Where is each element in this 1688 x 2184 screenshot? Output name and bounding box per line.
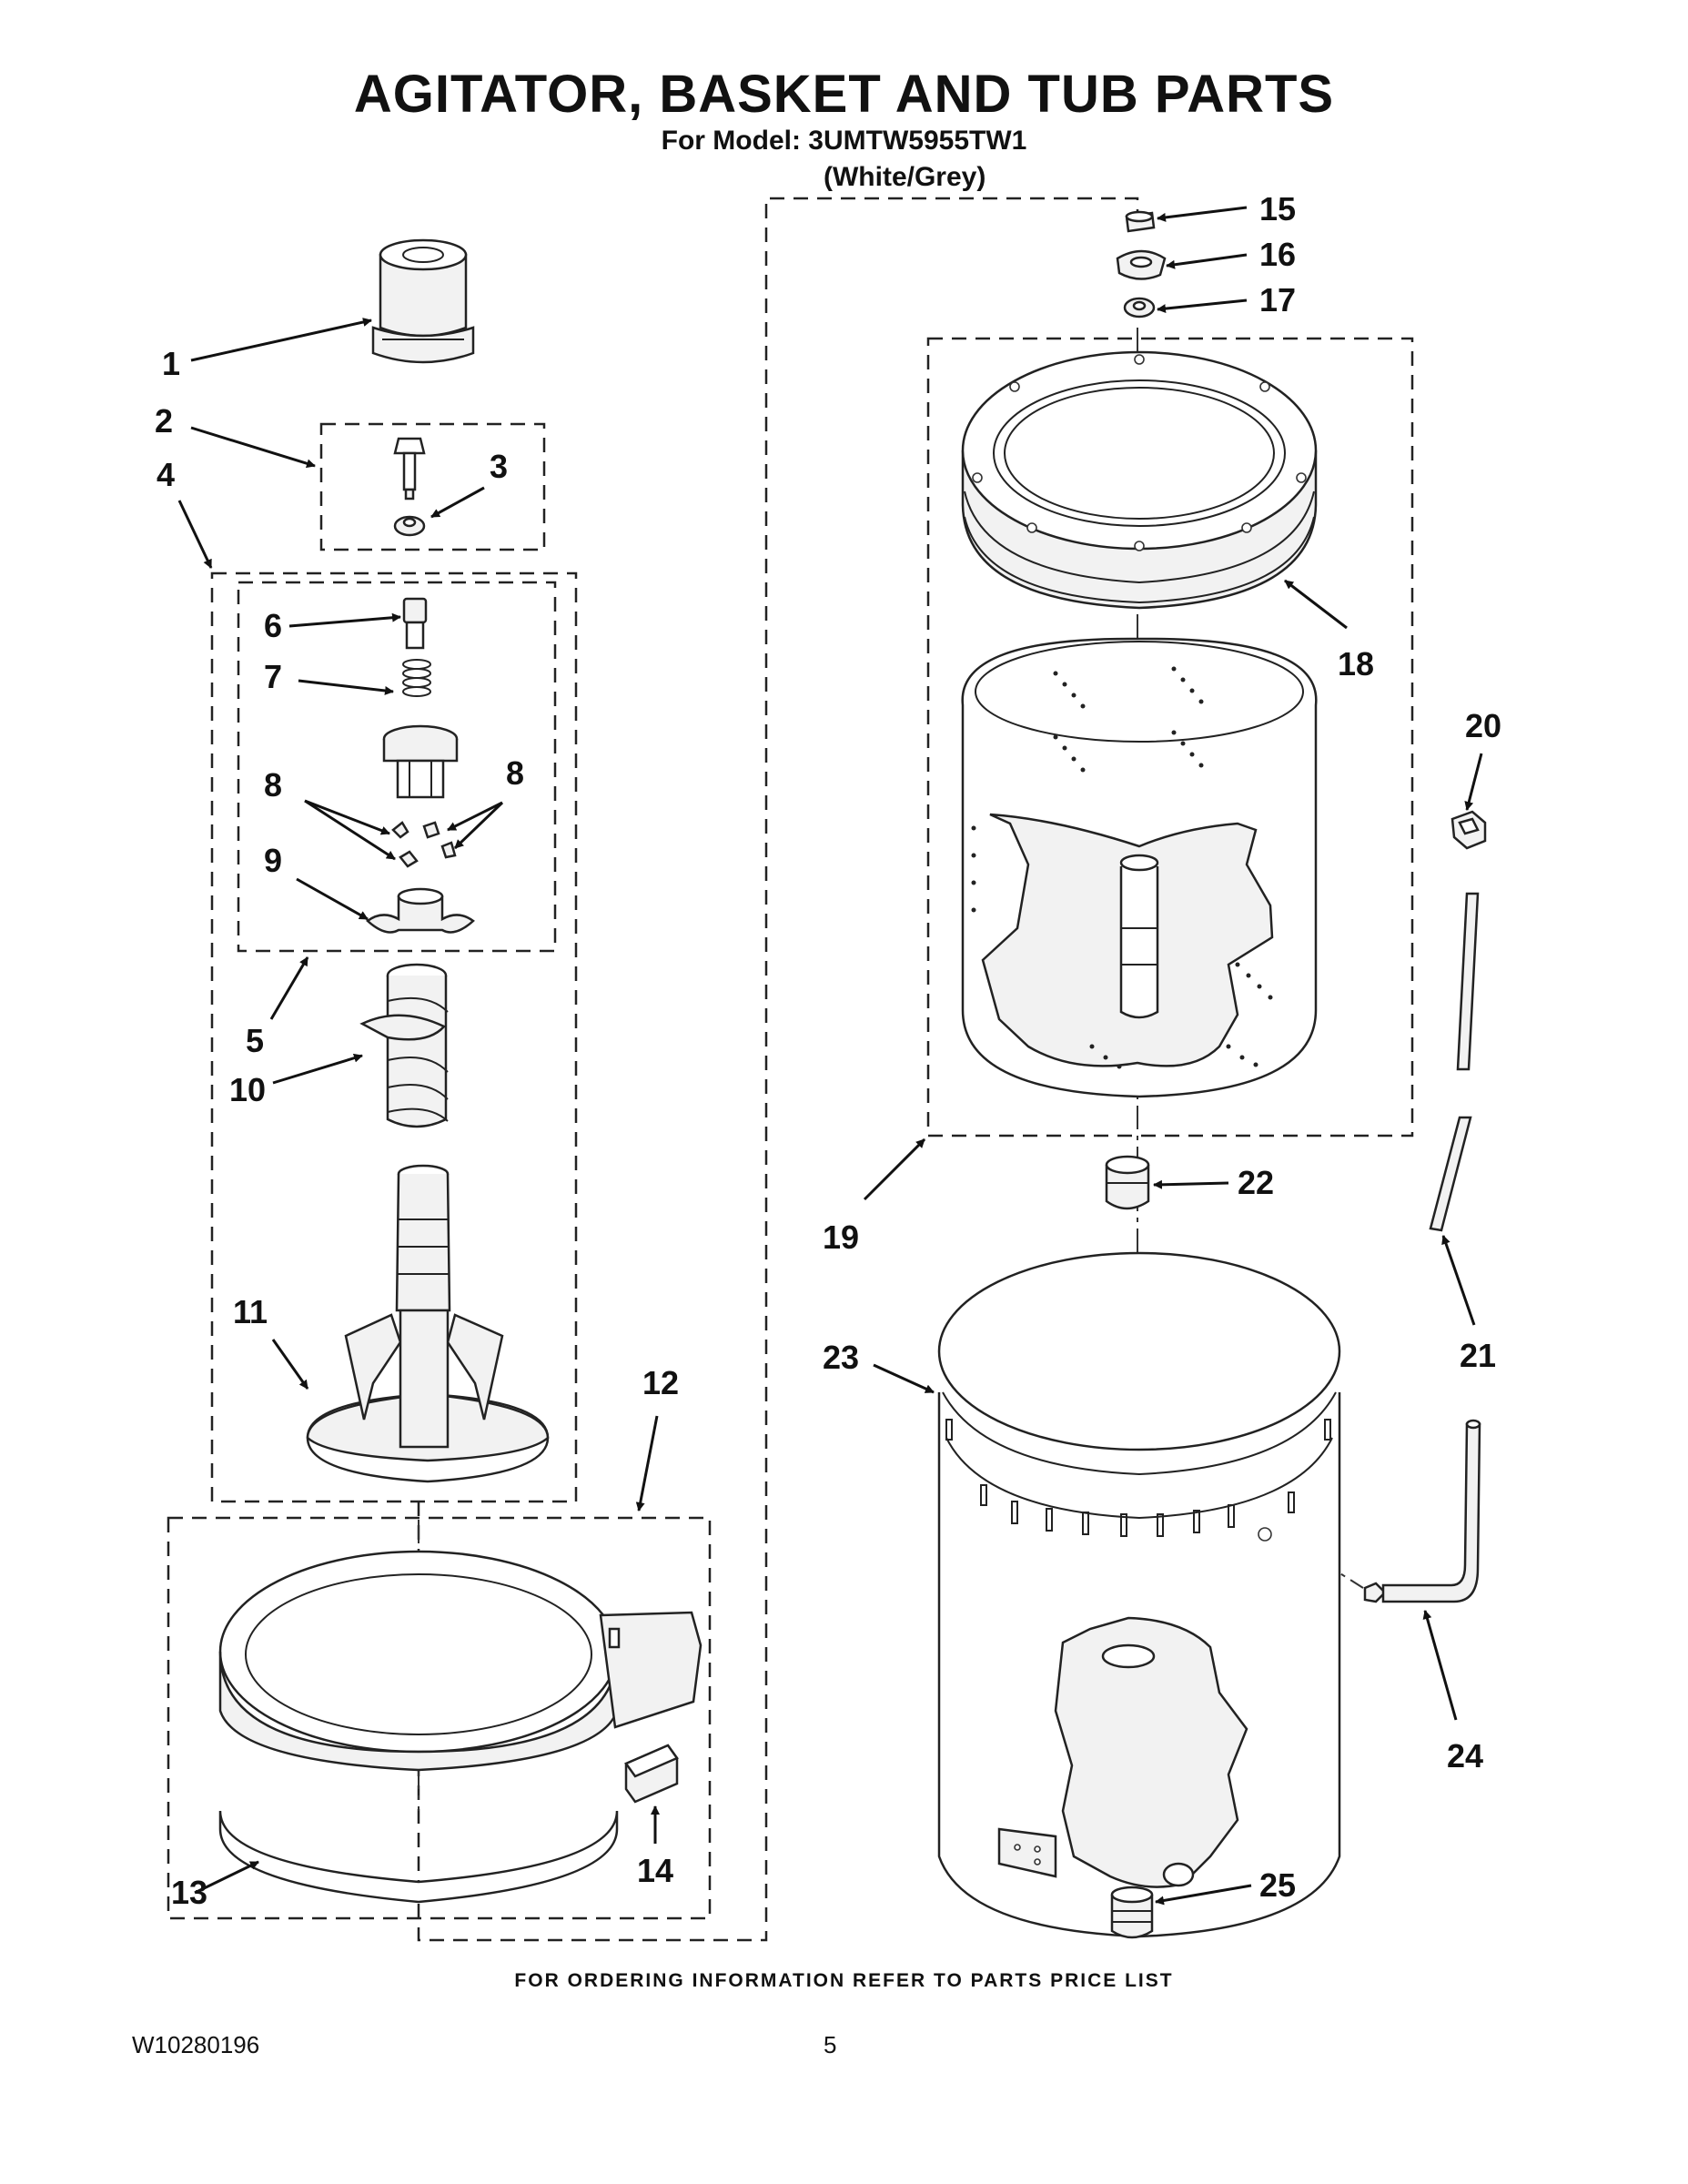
drain-hose-part (1363, 1419, 1481, 1603)
callout-22: 22 (1238, 1164, 1274, 1201)
auger-part (359, 963, 449, 1128)
group-box-5 (237, 581, 557, 953)
hose-part (1429, 892, 1480, 1232)
callout-21: 21 (1460, 1337, 1496, 1374)
page-title: AGITATOR, BASKET AND TUB PARTS (353, 65, 1335, 124)
bracket-part (624, 1744, 679, 1804)
outer-tub-part (937, 1251, 1341, 1938)
drain-plug-part (1110, 1886, 1154, 1939)
callout-19: 19 (823, 1218, 859, 1256)
washer-part (393, 515, 426, 537)
callout-13: 13 (171, 1874, 207, 1911)
ordering-note: FOR ORDERING INFORMATION REFER TO PARTS … (514, 1970, 1174, 1991)
page-number: 5 (824, 2031, 837, 2058)
tub-seal-part (1105, 1155, 1150, 1210)
callout-14: 14 (637, 1852, 673, 1889)
callout-12: 12 (642, 1364, 679, 1401)
document-id: W10280196 (132, 2031, 260, 2058)
callout-15: 15 (1259, 190, 1296, 228)
dog-parts (391, 821, 457, 868)
callout-5: 5 (246, 1022, 264, 1059)
cam-ring-part (366, 887, 475, 934)
callout-8-right: 8 (506, 754, 524, 792)
callout-18: 18 (1338, 645, 1374, 682)
hose-clamp-part (1450, 810, 1487, 850)
agitator-base-part (306, 1164, 550, 1483)
callout-9: 9 (264, 842, 282, 879)
callout-4: 4 (157, 456, 175, 493)
group-box-12 (167, 1516, 712, 1920)
model-line: For Model: 3UMTW5955TW1 (661, 126, 1027, 156)
callout-2: 2 (155, 402, 173, 440)
group-box-2 (319, 422, 546, 551)
callout-10: 10 (229, 1071, 266, 1108)
callout-7: 7 (264, 658, 282, 695)
group-box-18-19 (926, 337, 1414, 1138)
washer-17-part (1123, 297, 1156, 318)
assembly-connector-line (417, 197, 1139, 1942)
group-box-4 (210, 571, 578, 1503)
color-line: (White/Grey) (824, 162, 986, 192)
tub-ring-part (218, 1550, 702, 1904)
callout-23: 23 (823, 1339, 859, 1376)
basket-part (961, 637, 1318, 1098)
callout-8-left: 8 (264, 766, 282, 804)
callout-25: 25 (1259, 1866, 1296, 1904)
callout-11: 11 (233, 1293, 268, 1330)
callout-16: 16 (1259, 236, 1296, 273)
callout-24: 24 (1447, 1737, 1483, 1774)
callout-20: 20 (1465, 707, 1501, 744)
drive-hub-part (1116, 249, 1167, 280)
agitator-cap-part (371, 238, 475, 364)
callout-1: 1 (162, 345, 180, 382)
callout-6: 6 (264, 607, 282, 644)
cam-part (402, 597, 428, 650)
spanner-nut-part (1125, 210, 1156, 233)
callout-3: 3 (490, 448, 508, 485)
dog-retainer-part (382, 724, 459, 799)
bolt-part (393, 437, 426, 500)
spring-part (402, 659, 431, 697)
callout-17: 17 (1259, 281, 1296, 318)
balance-ring-part (961, 350, 1318, 610)
callout-leaders (177, 206, 1483, 1906)
